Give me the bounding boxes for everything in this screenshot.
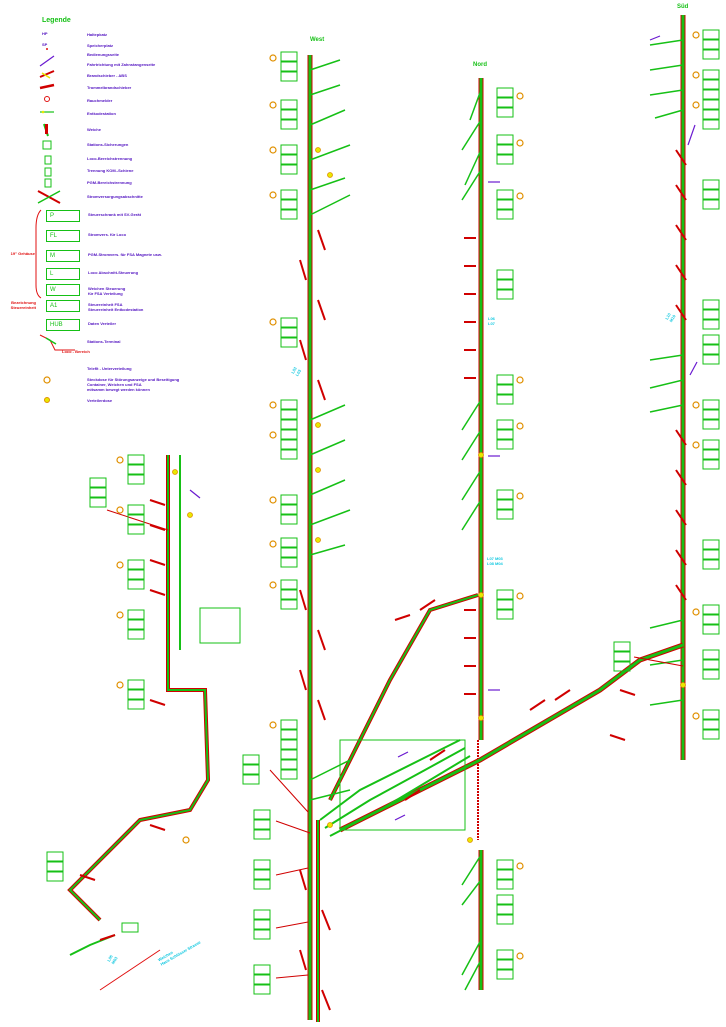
legend-box-label: L: [46, 268, 80, 280]
legend-box-label: W: [46, 284, 80, 296]
track-details: [79, 35, 698, 1011]
legend-terminal-text: Stations-Terminal: [87, 339, 121, 344]
legend-symbols: [35, 48, 75, 403]
track-west: [307, 55, 320, 1022]
legend-row: Trommelbrandschieber: [12, 84, 312, 96]
legend-title: Legende: [42, 17, 71, 24]
legend-verteiler-text: Verteilerdose: [87, 398, 113, 403]
legend-box-label: P: [46, 210, 80, 222]
legend-box-label: HUB: [46, 319, 80, 331]
legend-abbr: SP: [42, 42, 48, 47]
legend-text: Trennung KOM.-Schiene: [87, 168, 134, 173]
legend-box-text: Steuereinheit FSA Steuereinheit Entkodes…: [88, 302, 144, 312]
legend-row: Entkodestation: [12, 110, 312, 122]
legend-box-text: Weichen Steuerung für FSA Verteilung: [88, 286, 126, 296]
legend-text: Bedienungsseite: [87, 52, 120, 57]
legend-row: Weiche: [12, 126, 312, 138]
legend-box-text: PGM-Stromvers. für FSA Magnete usw.: [88, 252, 162, 257]
legend-teleflt-text: Teleflt - Unterverteilung: [87, 366, 132, 371]
legend-text: Entkodestation: [87, 111, 116, 116]
socket-markers: [116, 31, 700, 960]
cyan-label-nord-l06: L06 L07: [488, 316, 495, 326]
legend-box-text: Steuerschrank mit SV-Gerät: [88, 212, 141, 217]
section-title-sued: Süd: [677, 4, 689, 10]
legend-text: Speicherplatz: [87, 43, 114, 48]
legend-loco-bereich: Loco - Bereich: [62, 349, 90, 354]
legend-text: Fahrtrichtung mit Zahnstangenseite: [87, 62, 156, 67]
legend-row: Stromversorgungsabschnitte: [12, 193, 312, 205]
legend-row: Loco-Bereichstrennung: [12, 155, 312, 167]
track-nord: [477, 78, 484, 990]
legend-row: Bedienungsseite: [12, 51, 312, 63]
legend-side-19: 19" Gehäuse: [10, 251, 35, 256]
legend-row: Stations-Sicherungen: [12, 141, 312, 153]
legend-box-label: A1: [46, 300, 80, 312]
legend-text: Weiche: [87, 127, 101, 132]
legend-row: Brandschieber - ABS: [12, 72, 312, 84]
legend-row: Rauchmelder: [12, 97, 312, 109]
legend-text: Trommelbrandschieber: [87, 85, 132, 90]
legend-row: PGM-Bereichstrennung: [12, 179, 312, 191]
legend-side-bez: Bezeichnung Steuereinheit: [10, 300, 36, 310]
cyan-label-nord-l07: L07 M03 L08 M04: [487, 556, 503, 566]
legend-text: Haltepkatz: [87, 32, 108, 37]
legend-text: Brandschieber - ABS: [87, 73, 127, 78]
legend-text: Rauchmelder: [87, 98, 113, 103]
legend-box-text: Stromvers. für Loco: [88, 232, 127, 237]
section-title-west: West: [310, 37, 325, 43]
track-connectors: [67, 455, 684, 991]
legend-box-label: FL: [46, 230, 80, 242]
legend-text: Stromversorgungsabschnitte: [87, 194, 143, 199]
legend-row: Fahrtrichtung mit Zahnstangenseite: [12, 61, 312, 73]
legend-box-text: Daten Verteiler: [88, 321, 117, 326]
legend-row: Trennung KOM.-Schiene: [12, 167, 312, 179]
section-title-nord: Nord: [473, 62, 487, 68]
yellow-markers: [172, 147, 686, 843]
legend-row: HP Haltepkatz: [12, 31, 312, 43]
legend-box-label: M: [46, 250, 80, 262]
legend-abbr: HP: [42, 31, 48, 36]
legend-text: Stations-Sicherungen: [87, 142, 129, 147]
legend-row: SP Speicherplatz: [12, 42, 312, 54]
legend-text: PGM-Bereichstrennung: [87, 180, 132, 185]
control-box-stacks: [46, 29, 720, 995]
legend-text: Loco-Bereichstrennung: [87, 156, 133, 161]
legend-box-text: Loco Abschnitt-Steuerung: [88, 270, 139, 275]
legend-steckdose-text: Steckdose für Störungsanzeige und Beseit…: [87, 377, 180, 392]
